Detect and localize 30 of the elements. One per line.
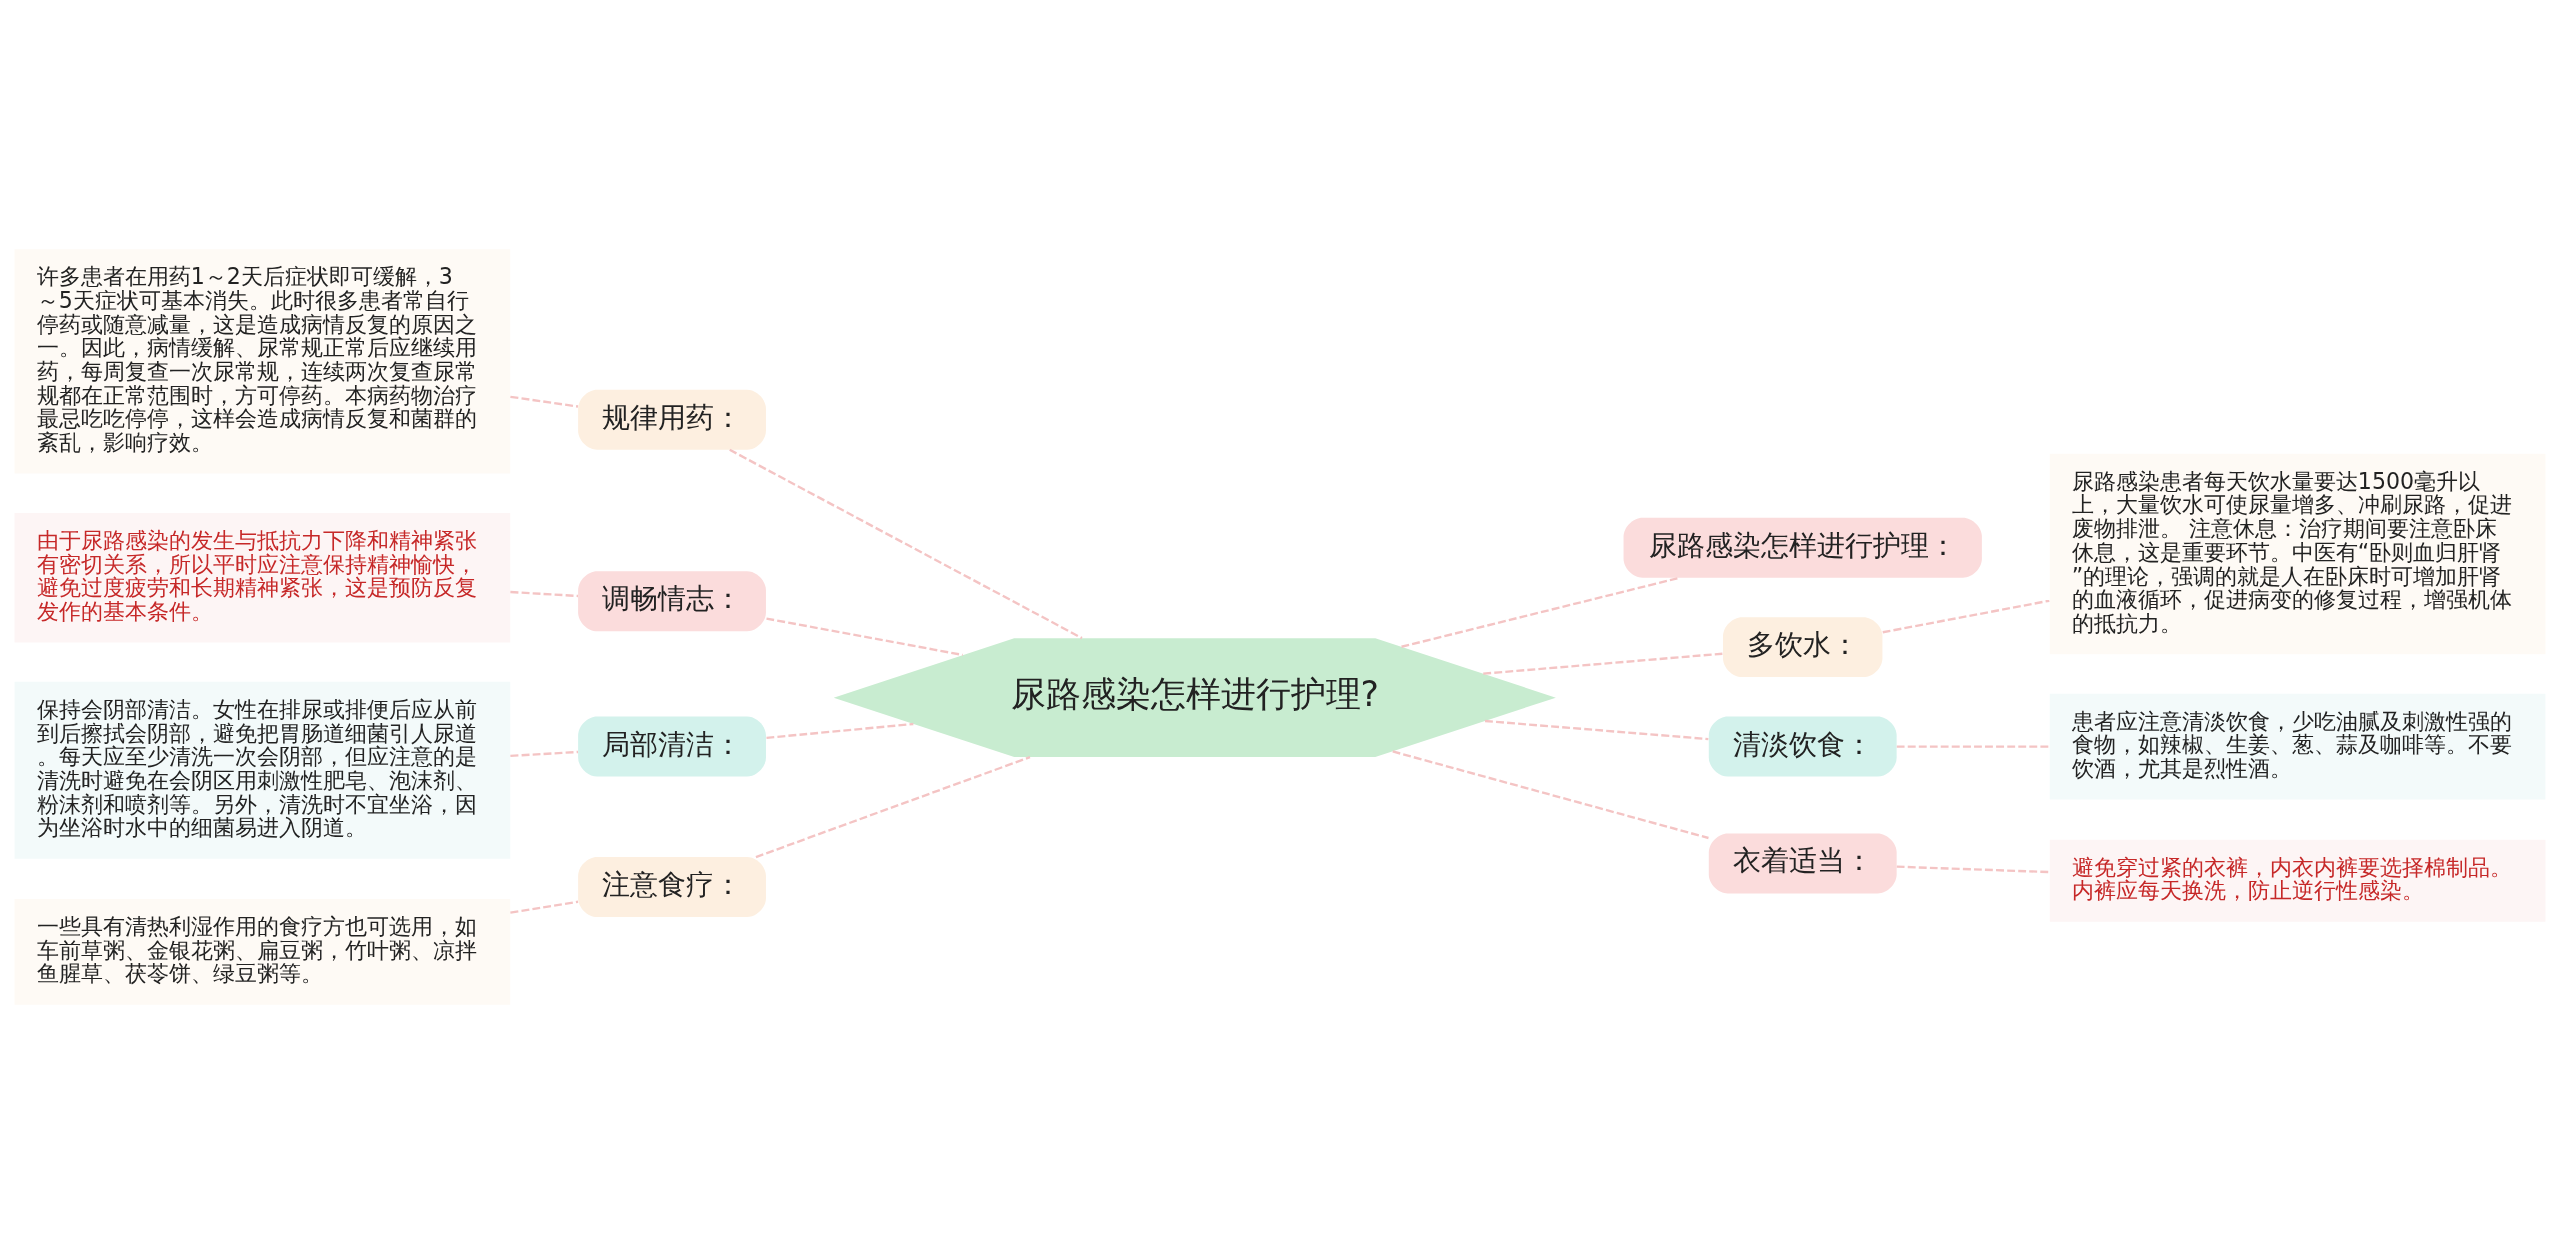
connector [729, 448, 1083, 639]
connector [510, 590, 579, 597]
node-box: 保持会阴部清洁。女性在排尿或排便后应从前到后擦拭会阴部，避免把胃肠道细菌引人尿道。每天应至少清洗一次会阴部，但应注意的是清洗时避免在会阴区用刺激性肥皂、泡沫剂、粉沫剂和喷剂等。另外，清洗时不宜坐浴，因为坐浴时水中的细菌易进入阴道。 [14, 681, 511, 859]
connector [1401, 576, 1681, 648]
node-box: 尿路感染患者每天饮水量要达1500毫升以上，大量饮水可使尿量增多、冲刷尿路，促进废物排泄。 注意休息：治疗期间要注意卧床休息，这是重要环节。中医有“卧则血归肝肾”的理论，强调的就是人在卧床时可增加肝肾的血液循环，促进病变的修复过程，增强机体的抵抗力。 [2049, 453, 2546, 654]
node-box: 避免穿过紧的衣裤，内衣内裤要选择棉制品。内裤应每天换洗，防止逆行性感染。 [2049, 839, 2546, 922]
connector [1484, 719, 1709, 740]
node-box: 一些具有清热利湿作用的食疗方也可选用，如车前草粥、金银花粥、扁豆粥，竹叶粥、凉拌鱼腥草、茯苓饼、绿豆粥等。 [14, 898, 511, 1005]
node-box: 规律用药： [578, 389, 766, 450]
connector [1896, 865, 2050, 873]
node-box: 由于尿路感染的发生与抵抗力下降和精神紧张有密切关系，所以平时应注意保持精神愉快，避免过度疲劳和长期精神紧张，这是预防反复发作的基本条件。 [14, 512, 511, 642]
connector [510, 395, 579, 408]
connector [510, 750, 579, 757]
connector [755, 755, 1031, 858]
node-box: 许多患者在用药1～2天后症状即可缓解，3～5天症状可基本消失。此时很多患者常自行停药或随意减量，这是造成病情反复的原因之一。因此，病情缓解、尿常规正常后应继续用药，每周复查一次尿常规，连续两次复查尿常规都在正常范围时，方可停药。本病药物治疗最忌吃吃停停，这样会造成病情反复和菌群的紊乱，影响疗效。 [14, 248, 511, 473]
node-box: 多饮水： [1723, 616, 1883, 677]
connector [510, 900, 579, 914]
node-box: 衣着适当： [1708, 832, 1897, 893]
connector [1896, 744, 2050, 748]
connector [766, 616, 963, 656]
connector [1392, 749, 1709, 839]
connector [766, 722, 914, 739]
connector [1483, 651, 1723, 675]
node-box: 调畅情志： [578, 570, 766, 631]
node-box: 局部清洁： [578, 716, 766, 777]
node-box: 注意食疗： [578, 856, 766, 917]
node-box: 尿路感染怎样进行护理： [1623, 517, 1982, 578]
connector [1882, 599, 2050, 633]
node-box: 患者应注意清淡饮食，少吃油腻及刺激性强的食物，如辣椒、生姜、葱、蒜及咖啡等。不要饮酒，尤其是烈性酒。 [2049, 693, 2546, 799]
node-box: 清淡饮食： [1708, 716, 1897, 777]
